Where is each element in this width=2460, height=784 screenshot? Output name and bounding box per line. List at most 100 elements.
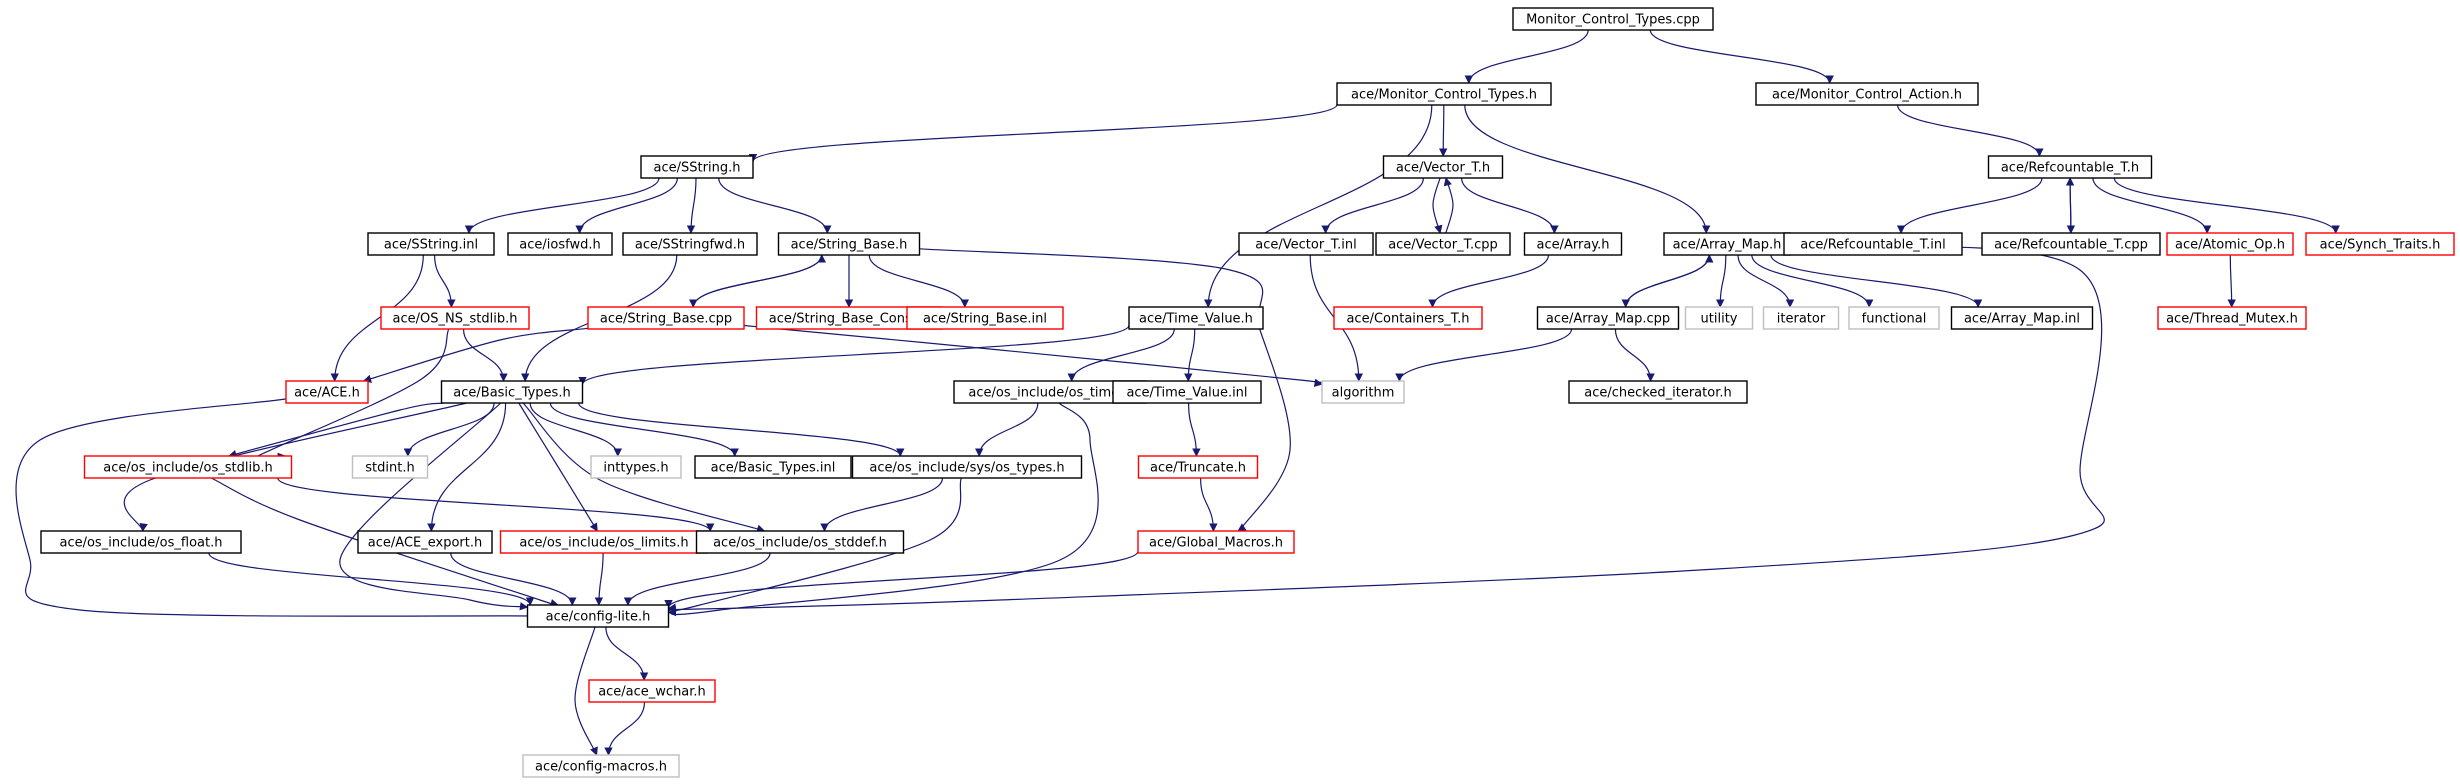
node-checked-iter[interactable]: ace/checked_iterator.h bbox=[1568, 380, 1748, 404]
edge-root-to-mct-h bbox=[1464, 29, 1589, 84]
node-label: ace/Array_Map.h bbox=[1673, 238, 1782, 253]
node-box bbox=[1762, 306, 1840, 330]
node-inttypes[interactable]: inttypes.h bbox=[590, 455, 682, 479]
node-label: ace/Refcountable_T.cpp bbox=[1994, 238, 2148, 253]
node-label: ace/Global_Macros.h bbox=[1149, 536, 1283, 551]
node-arraymap-h[interactable]: ace/Array_Map.h bbox=[1663, 232, 1791, 256]
node-sstringfwd[interactable]: ace/SStringfwd.h bbox=[622, 232, 758, 256]
node-config-macros[interactable]: ace/config-macros.h bbox=[522, 754, 680, 778]
node-os-stdlib[interactable]: ace/os_include/os_stdlib.h bbox=[83, 455, 293, 479]
edge-os-limits-to-config-lite bbox=[594, 552, 604, 606]
node-vector-cpp[interactable]: ace/Vector_T.cpp bbox=[1375, 232, 1511, 256]
edge-timevalue-inl-to-truncate bbox=[1188, 402, 1201, 457]
edge-basic-types-to-os-stdlib bbox=[228, 402, 444, 459]
node-box bbox=[1523, 232, 1623, 256]
node-sstring-h[interactable]: ace/SString.h bbox=[640, 155, 754, 179]
edge-sstring-h-to-iosfwd bbox=[575, 177, 678, 234]
edge-os-time-to-sys-types bbox=[975, 402, 1039, 457]
node-functional[interactable]: functional bbox=[1848, 306, 1940, 330]
node-refcount-h[interactable]: ace/Refcountable_T.h bbox=[1987, 155, 2153, 179]
node-global-macros[interactable]: ace/Global_Macros.h bbox=[1137, 530, 1295, 554]
node-refcount-cpp[interactable]: ace/Refcountable_T.cpp bbox=[1981, 232, 2161, 256]
edge-basic-types-to-basic-types-inl bbox=[549, 402, 739, 457]
edge-mct-h-to-arraymap-h bbox=[1464, 104, 1711, 234]
node-box bbox=[695, 530, 905, 554]
node-label: ace/Array_Map.cpp bbox=[1546, 312, 1670, 327]
node-strbase-inl[interactable]: ace/String_Base.inl bbox=[906, 306, 1064, 330]
node-box bbox=[588, 679, 716, 703]
node-array-h[interactable]: ace/Array.h bbox=[1523, 232, 1623, 256]
node-box bbox=[777, 232, 921, 256]
node-label: ace/os_include/os_stddef.h bbox=[713, 536, 887, 551]
node-label: ace/os_include/os_float.h bbox=[59, 536, 222, 551]
node-label: iterator bbox=[1777, 312, 1826, 327]
node-box bbox=[640, 155, 754, 179]
edge-basic-types-to-inttypes bbox=[529, 402, 622, 457]
edge-basic-types-to-os-limits bbox=[518, 402, 598, 532]
node-box bbox=[2166, 232, 2294, 256]
node-box bbox=[83, 455, 293, 479]
node-vector-inl[interactable]: ace/Vector_T.inl bbox=[1238, 232, 1374, 256]
node-basic-types-inl[interactable]: ace/Basic_Types.inl bbox=[694, 455, 852, 479]
node-containers[interactable]: ace/Containers_T.h bbox=[1333, 306, 1483, 330]
node-box bbox=[1512, 7, 1714, 31]
node-os-time[interactable]: ace/os_include/os_time.h bbox=[953, 380, 1147, 404]
node-basic-types[interactable]: ace/Basic_Types.h bbox=[440, 380, 584, 404]
edge-sstring-h-to-strbase-h bbox=[718, 177, 832, 234]
node-label: ace/os_include/os_stdlib.h bbox=[103, 461, 272, 476]
node-os-limits[interactable]: ace/os_include/os_limits.h bbox=[499, 530, 709, 554]
node-os-stddef[interactable]: ace/os_include/os_stddef.h bbox=[695, 530, 905, 554]
node-label: ace/Monitor_Control_Action.h bbox=[1772, 88, 1962, 103]
node-label: inttypes.h bbox=[603, 461, 668, 476]
node-atomic-op[interactable]: ace/Atomic_Op.h bbox=[2166, 232, 2294, 256]
node-vector-h[interactable]: ace/Vector_T.h bbox=[1382, 155, 1504, 179]
node-ace-wchar[interactable]: ace/ace_wchar.h bbox=[588, 679, 716, 703]
node-timevalue-h[interactable]: ace/Time_Value.h bbox=[1128, 306, 1264, 330]
node-box bbox=[1755, 82, 1979, 106]
node-sys-types[interactable]: ace/os_include/sys/os_types.h bbox=[851, 455, 1083, 479]
node-box bbox=[622, 232, 758, 256]
node-mct-h[interactable]: ace/Monitor_Control_Types.h bbox=[1336, 82, 1552, 106]
edge-mct-h-to-sstring-h bbox=[748, 103, 1338, 163]
node-iosfwd[interactable]: ace/iosfwd.h bbox=[507, 232, 613, 256]
node-label: ace/config-macros.h bbox=[535, 760, 667, 775]
node-synch-traits[interactable]: ace/Synch_Traits.h bbox=[2305, 232, 2455, 256]
node-refcount-inl[interactable]: ace/Refcountable_T.inl bbox=[1783, 232, 1963, 256]
node-strbase-const[interactable]: ace/String_Base_Const.h bbox=[755, 306, 943, 330]
node-ace-h[interactable]: ace/ACE.h bbox=[285, 380, 369, 404]
node-label: ace/Vector_T.h bbox=[1396, 161, 1490, 176]
node-algorithm[interactable]: algorithm bbox=[1321, 380, 1405, 404]
node-thread-mutex[interactable]: ace/Thread_Mutex.h bbox=[2157, 306, 2307, 330]
node-strbase-h[interactable]: ace/String_Base.h bbox=[777, 232, 921, 256]
node-box bbox=[1684, 306, 1754, 330]
edge-vector-cpp-to-vector-h bbox=[1443, 177, 1454, 234]
node-label: ace/OS_NS_stdlib.h bbox=[393, 312, 518, 327]
node-truncate[interactable]: ace/Truncate.h bbox=[1137, 455, 1259, 479]
edge-sys-types-to-config-lite bbox=[667, 477, 962, 612]
node-label: ace/Time_Value.inl bbox=[1126, 386, 1247, 401]
node-label: ace/Array_Map.inl bbox=[1964, 312, 2080, 327]
nodes-layer: Monitor_Control_Types.cpp ace/Monitor_Con… bbox=[40, 7, 2455, 778]
node-iterator[interactable]: iterator bbox=[1762, 306, 1840, 330]
node-utility[interactable]: utility bbox=[1684, 306, 1754, 330]
node-label: ace/Vector_T.inl bbox=[1255, 238, 1356, 253]
node-sstring-inl[interactable]: ace/SString.inl bbox=[367, 232, 495, 256]
node-strbase-cpp[interactable]: ace/String_Base.cpp bbox=[587, 306, 745, 330]
node-os-float[interactable]: ace/os_include/os_float.h bbox=[40, 530, 242, 554]
node-timevalue-inl[interactable]: ace/Time_Value.inl bbox=[1112, 380, 1262, 404]
node-os-ns-stdlib[interactable]: ace/OS_NS_stdlib.h bbox=[380, 306, 530, 330]
node-ace-export[interactable]: ace/ACE_export.h bbox=[357, 530, 493, 554]
node-mca-h[interactable]: ace/Monitor_Control_Action.h bbox=[1755, 82, 1979, 106]
edge-sys-types-to-os-stddef bbox=[820, 477, 944, 532]
edge-strbase-h-to-global-macros bbox=[919, 248, 1291, 537]
node-root[interactable]: Monitor_Control_Types.cpp bbox=[1512, 7, 1714, 31]
edge-root-to-mca-h bbox=[1649, 29, 1834, 84]
edge-global-macros-to-config-lite bbox=[664, 551, 1139, 609]
node-arraymap-inl[interactable]: ace/Array_Map.inl bbox=[1950, 306, 2094, 330]
node-label: ace/SString.h bbox=[654, 161, 741, 176]
edge-timevalue-h-to-os-time bbox=[1067, 328, 1175, 382]
node-config-lite[interactable]: ace/config-lite.h bbox=[526, 604, 670, 628]
node-label: ace/config-lite.h bbox=[546, 610, 651, 625]
node-stdint[interactable]: stdint.h bbox=[351, 455, 429, 479]
node-arraymap-cpp[interactable]: ace/Array_Map.cpp bbox=[1536, 306, 1680, 330]
